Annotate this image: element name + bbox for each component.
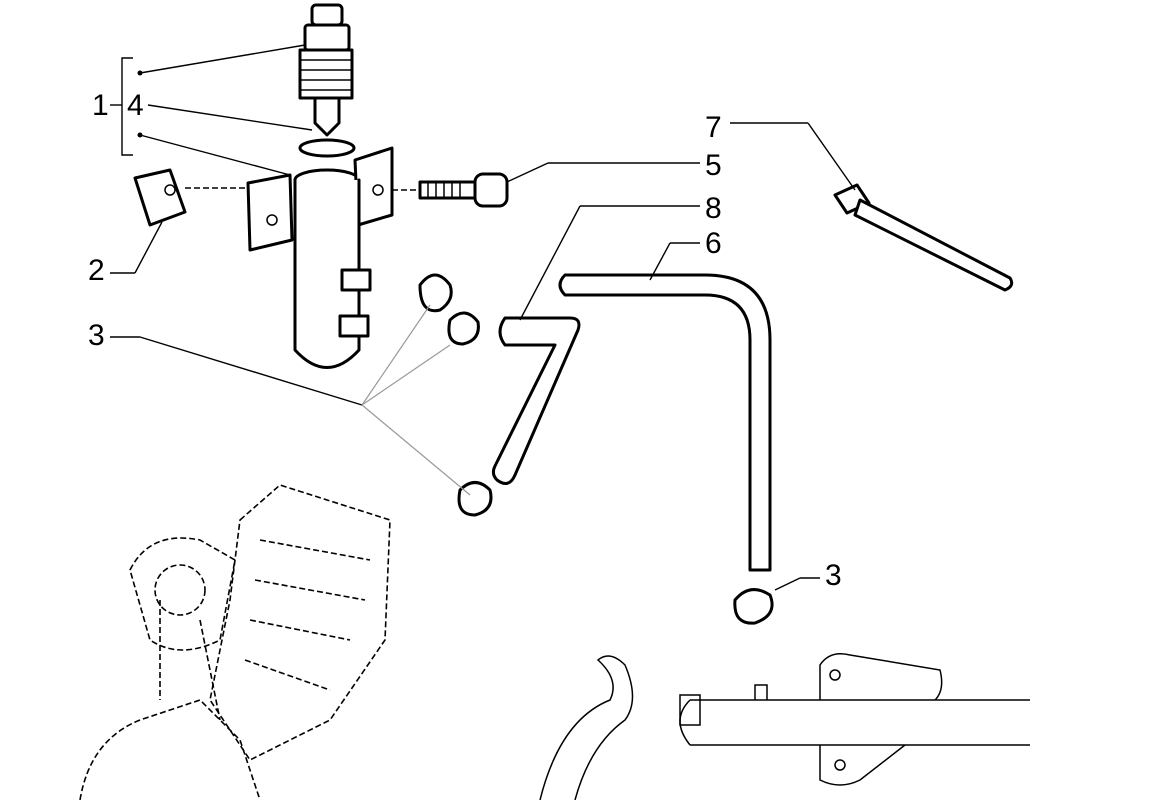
bolt-part-5 bbox=[392, 162, 700, 208]
frame-outline bbox=[539, 653, 1030, 800]
callout-2: 2 bbox=[88, 254, 105, 287]
hose-clips-3 bbox=[110, 273, 820, 625]
hose-part-8 bbox=[491, 205, 700, 486]
callout-7: 7 bbox=[705, 111, 722, 144]
engine-outline bbox=[79, 484, 391, 800]
callout-8: 8 bbox=[705, 192, 722, 225]
pipe-part-6 bbox=[558, 242, 772, 572]
bracket-1 bbox=[110, 44, 313, 176]
cable-tie-part-7 bbox=[730, 122, 1014, 292]
callout-3-lower: 3 bbox=[825, 559, 842, 592]
callout-1: 1 bbox=[92, 89, 109, 122]
callout-5: 5 bbox=[705, 149, 722, 182]
clip-part-2 bbox=[110, 168, 248, 274]
callout-6: 6 bbox=[705, 227, 722, 260]
valve-assembly bbox=[246, 3, 394, 369]
callout-3: 3 bbox=[88, 319, 105, 352]
callout-4: 4 bbox=[127, 89, 144, 122]
